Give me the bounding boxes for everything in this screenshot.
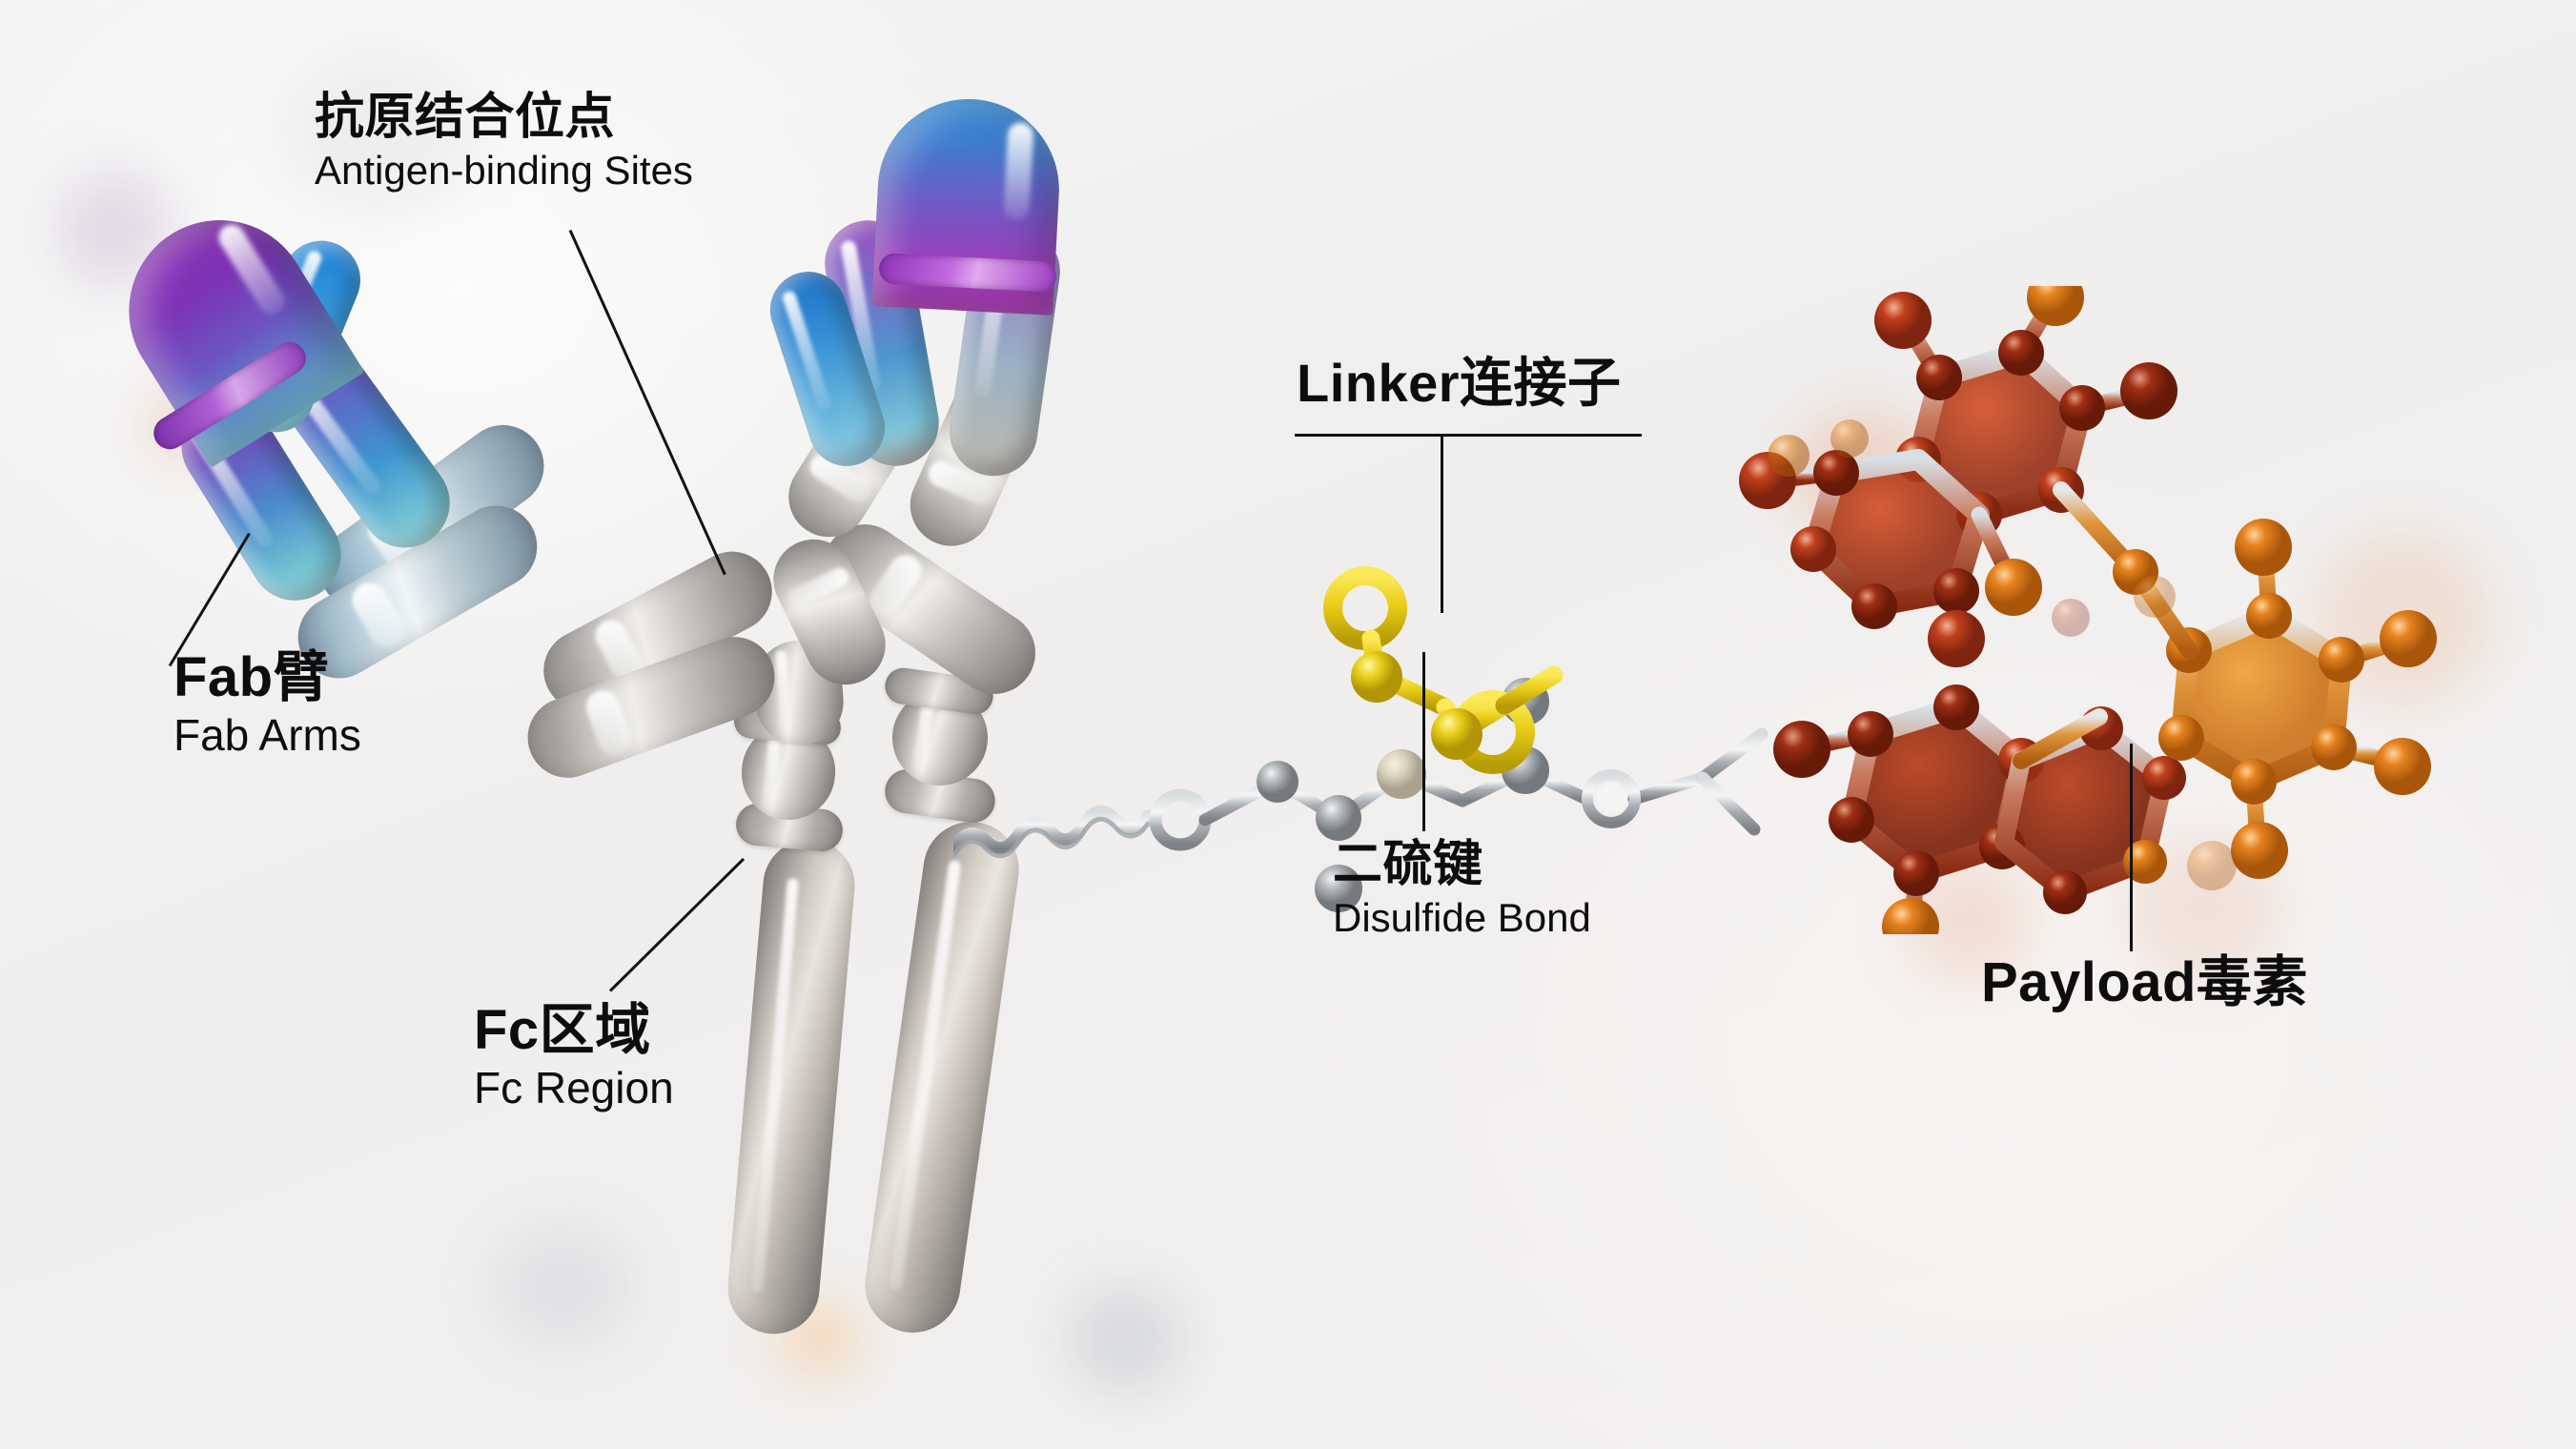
label-fc-region-en: Fc Region bbox=[474, 1063, 674, 1113]
aromatic-ring bbox=[1773, 610, 2044, 934]
leader-payload bbox=[2130, 744, 2133, 951]
leader-disulfide-bond bbox=[1422, 652, 1425, 831]
label-fc-region: Fc区域 Fc Region bbox=[474, 1001, 674, 1112]
sulfur-atom bbox=[1351, 651, 1402, 703]
label-payload-cn: Payload毒素 bbox=[1981, 951, 2308, 1013]
carbon-atom bbox=[1315, 865, 1362, 912]
aromatic-ring bbox=[2158, 519, 2437, 879]
label-fab-arms-en: Fab Arms bbox=[174, 710, 361, 761]
carbon-atom bbox=[1316, 795, 1361, 841]
sulfur-atom bbox=[1431, 708, 1482, 760]
leader-linker-bracket bbox=[1295, 434, 1642, 437]
disulfide-bond-svg bbox=[1323, 566, 1564, 774]
label-linker: Linker连接子 bbox=[1297, 353, 1622, 413]
label-disulfide-bond-en: Disulfide Bond bbox=[1333, 895, 1591, 941]
label-fab-arms: Fab臂 Fab Arms bbox=[174, 648, 361, 759]
label-antigen-binding-sites-cn: 抗原结合位点 bbox=[315, 90, 616, 145]
label-payload: Payload毒素 bbox=[1981, 951, 2308, 1013]
leader-linker-drop bbox=[1441, 434, 1443, 613]
aromatic-ring bbox=[1874, 286, 2177, 538]
label-fc-region-cn: Fc区域 bbox=[474, 999, 651, 1061]
label-linker-cn: Linker连接子 bbox=[1297, 353, 1622, 413]
aromatic-ring bbox=[1994, 706, 2186, 914]
sulfoxide-ring bbox=[1323, 566, 1407, 650]
label-fab-arms-cn: Fab臂 bbox=[174, 646, 330, 708]
payload-molecule bbox=[1739, 286, 2437, 934]
label-disulfide-bond: 二硫键 Disulfide Bond bbox=[1333, 837, 1591, 941]
aromatic-ring bbox=[1739, 419, 2042, 629]
label-disulfide-bond-cn: 二硫键 bbox=[1333, 837, 1483, 892]
label-antigen-binding-sites: 抗原结合位点 Antigen-binding Sites bbox=[315, 90, 693, 194]
label-antigen-binding-sites-en: Antigen-binding Sites bbox=[315, 148, 693, 194]
heteroatom bbox=[1377, 749, 1426, 799]
carbon-atom bbox=[1257, 761, 1298, 803]
